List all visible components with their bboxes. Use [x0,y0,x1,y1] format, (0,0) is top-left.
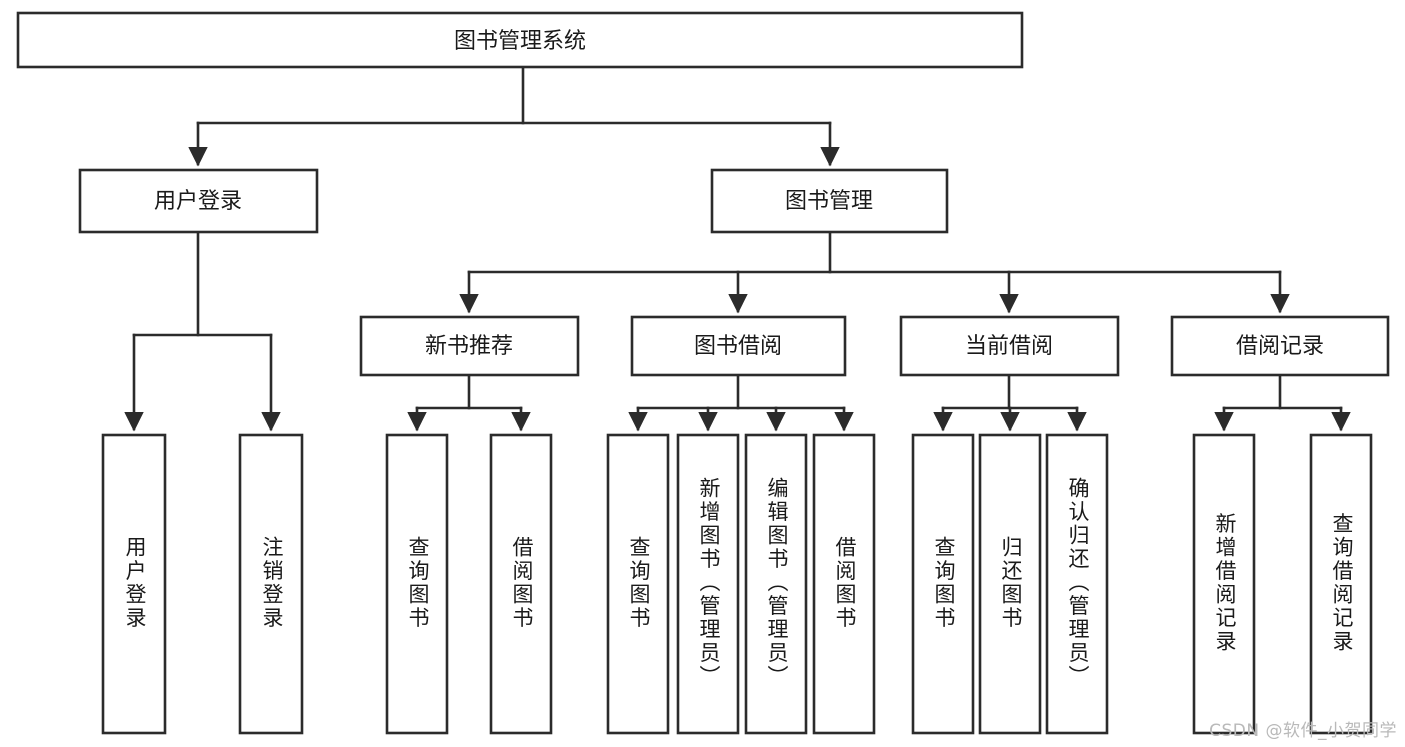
node-leaf-user-login-1[interactable]: 用户登录 [101,433,167,735]
node-leaf-new-book-1-label: 查询图书 [406,536,430,630]
edges-layer [124,65,1351,432]
node-leaf-book-borrow-2[interactable]: 新增图书（管理员） [676,433,740,735]
nodes-layer: 图书管理系统 用户登录 图书管理 新书推荐 图书借阅 [16,11,1390,735]
node-book-manage[interactable]: 图书管理 [710,168,949,234]
node-borrow-record[interactable]: 借阅记录 [1170,315,1390,377]
node-borrow-record-label: 借阅记录 [1236,334,1324,359]
node-leaf-book-borrow-4-label: 借阅图书 [833,536,857,630]
node-root[interactable]: 图书管理系统 [16,11,1024,69]
node-borrow-record-box[interactable] [1170,315,1390,377]
node-new-book-recommend[interactable]: 新书推荐 [359,315,580,377]
node-leaf-current-borrow-1[interactable]: 查询图书 [911,433,975,735]
node-leaf-new-book-2-label: 借阅图书 [510,536,534,630]
node-book-borrow-label: 图书借阅 [694,334,782,359]
node-leaf-current-borrow-1-box[interactable] [911,433,975,735]
node-leaf-user-login-2-label: 注销登录 [260,536,284,630]
node-leaf-current-borrow-3-box[interactable] [1045,433,1109,735]
node-leaf-book-borrow-1-label: 查询图书 [627,536,651,630]
node-book-borrow[interactable]: 图书借阅 [630,315,847,377]
node-leaf-book-borrow-4-box[interactable] [812,433,876,735]
node-leaf-book-borrow-2-label: 新增图书（管理员） [697,477,721,689]
node-leaf-current-borrow-3-label: 确认归还（管理员） [1066,477,1090,689]
node-leaf-current-borrow-1-label: 查询图书 [932,536,956,630]
node-book-borrow-box[interactable] [630,315,847,377]
node-root-box[interactable] [16,11,1024,69]
node-leaf-book-borrow-1-box[interactable] [606,433,670,735]
node-leaf-borrow-record-2-box[interactable] [1309,433,1373,735]
node-leaf-user-login-2[interactable]: 注销登录 [238,433,304,735]
node-leaf-new-book-2-box[interactable] [489,433,553,735]
node-leaf-borrow-record-2-label: 查询借阅记录 [1330,513,1354,654]
node-leaf-new-book-2[interactable]: 借阅图书 [489,433,553,735]
node-leaf-book-borrow-3[interactable]: 编辑图书（管理员） [744,433,808,735]
node-leaf-book-borrow-3-box[interactable] [744,433,808,735]
node-user-login-box[interactable] [78,168,319,234]
node-leaf-borrow-record-1-label: 新增借阅记录 [1213,513,1237,654]
node-root-label: 图书管理系统 [454,29,586,54]
node-leaf-borrow-record-2[interactable]: 查询借阅记录 [1309,433,1373,735]
node-current-borrow[interactable]: 当前借阅 [899,315,1120,377]
node-leaf-user-login-2-box[interactable] [238,433,304,735]
node-leaf-new-book-1[interactable]: 查询图书 [385,433,449,735]
node-new-book-recommend-box[interactable] [359,315,580,377]
node-leaf-current-borrow-2[interactable]: 归还图书 [978,433,1042,735]
node-new-book-recommend-label: 新书推荐 [425,334,513,359]
node-user-login[interactable]: 用户登录 [78,168,319,234]
node-current-borrow-label: 当前借阅 [965,334,1053,359]
node-book-manage-box[interactable] [710,168,949,234]
node-leaf-book-borrow-2-box[interactable] [676,433,740,735]
node-leaf-user-login-1-label: 用户登录 [123,536,147,630]
node-leaf-book-borrow-3-label: 编辑图书（管理员） [765,477,789,689]
node-leaf-current-borrow-2-label: 归还图书 [999,536,1023,630]
node-leaf-borrow-record-1[interactable]: 新增借阅记录 [1192,433,1256,735]
node-leaf-borrow-record-1-box[interactable] [1192,433,1256,735]
node-leaf-new-book-1-box[interactable] [385,433,449,735]
node-book-manage-label: 图书管理 [785,189,873,214]
csdn-watermark: CSDN @软件_小贺同学 [1209,721,1397,741]
node-leaf-current-borrow-2-box[interactable] [978,433,1042,735]
node-current-borrow-box[interactable] [899,315,1120,377]
node-leaf-book-borrow-4[interactable]: 借阅图书 [812,433,876,735]
node-leaf-user-login-1-box[interactable] [101,433,167,735]
node-leaf-book-borrow-1[interactable]: 查询图书 [606,433,670,735]
node-user-login-label: 用户登录 [154,189,242,214]
node-leaf-current-borrow-3[interactable]: 确认归还（管理员） [1045,433,1109,735]
